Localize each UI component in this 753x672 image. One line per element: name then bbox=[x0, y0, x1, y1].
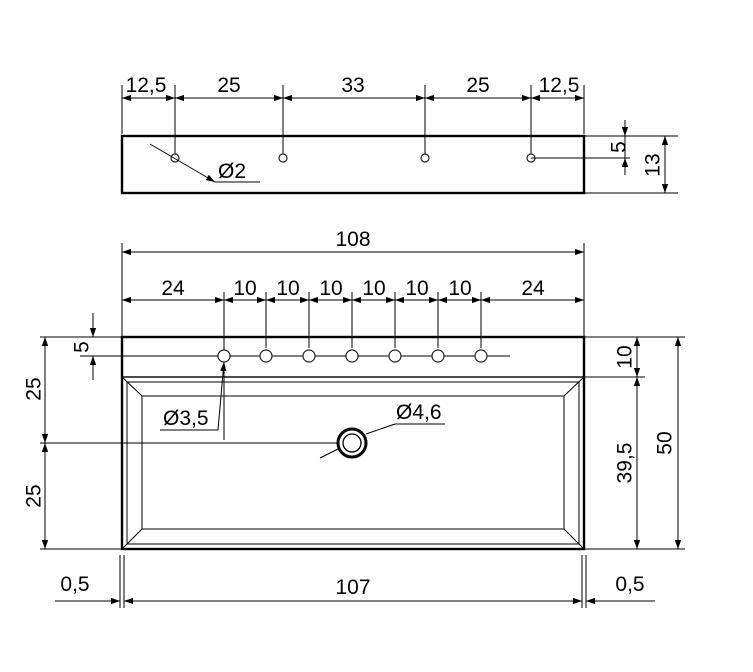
margin-right-dim: 0,5 bbox=[615, 573, 644, 596]
faucet-hole bbox=[302, 349, 316, 363]
inner-width-dim: 107 bbox=[335, 576, 370, 599]
spacing-dim: 10 bbox=[276, 277, 299, 300]
faucet-hole-diameter: Ø3,5 bbox=[163, 407, 209, 430]
top-hole-offset: 5 bbox=[608, 141, 631, 153]
left-lower-dim: 25 bbox=[23, 484, 46, 507]
margin-left-dim: 0,5 bbox=[60, 573, 89, 596]
top-dim-2: 25 bbox=[217, 74, 240, 97]
top-view: 12,5 25 33 25 12,5 Ø2 5 13 bbox=[120, 74, 678, 195]
spacing-dim: 10 bbox=[405, 277, 428, 300]
overall-width: 108 bbox=[335, 228, 370, 251]
basin-depth-dim: 39,5 bbox=[614, 443, 637, 484]
left-upper-dim: 25 bbox=[23, 377, 46, 400]
top-hole bbox=[420, 153, 430, 163]
top-dim-3: 33 bbox=[341, 74, 364, 97]
drain-inner bbox=[342, 433, 362, 453]
top-dim-4: 25 bbox=[466, 74, 489, 97]
spacing-dim: 24 bbox=[521, 277, 545, 300]
faucet-hole bbox=[388, 349, 402, 363]
hole-offset-dim: 5 bbox=[71, 341, 94, 353]
spacing-dim: 10 bbox=[448, 277, 471, 300]
spacing-dim: 10 bbox=[319, 277, 342, 300]
overall-height-dim: 50 bbox=[654, 431, 677, 454]
rim-outline bbox=[121, 376, 585, 550]
drain bbox=[336, 427, 368, 459]
inner-basin bbox=[141, 395, 565, 530]
spacing-dim: 10 bbox=[362, 277, 385, 300]
top-hole-diameter: Ø2 bbox=[218, 160, 246, 183]
top-height: 13 bbox=[642, 153, 665, 176]
spacing-dim: 24 bbox=[161, 277, 185, 300]
top-dim-1: 12,5 bbox=[126, 74, 167, 97]
spacing-dim: 10 bbox=[233, 277, 256, 300]
top-dim-5: 12,5 bbox=[539, 74, 580, 97]
top-hole bbox=[278, 153, 288, 163]
faucet-hole bbox=[217, 349, 231, 363]
drain-diameter: Ø4,6 bbox=[396, 401, 442, 424]
front-view: 108 24 10 10 10 10 10 10 24 bbox=[23, 228, 685, 608]
top-view-outline bbox=[120, 134, 586, 195]
faucet-hole bbox=[431, 349, 445, 363]
faucet-hole bbox=[474, 349, 488, 363]
rim-depth-dim: 10 bbox=[614, 345, 637, 368]
faucet-hole bbox=[259, 349, 273, 363]
faucet-hole bbox=[345, 349, 359, 363]
